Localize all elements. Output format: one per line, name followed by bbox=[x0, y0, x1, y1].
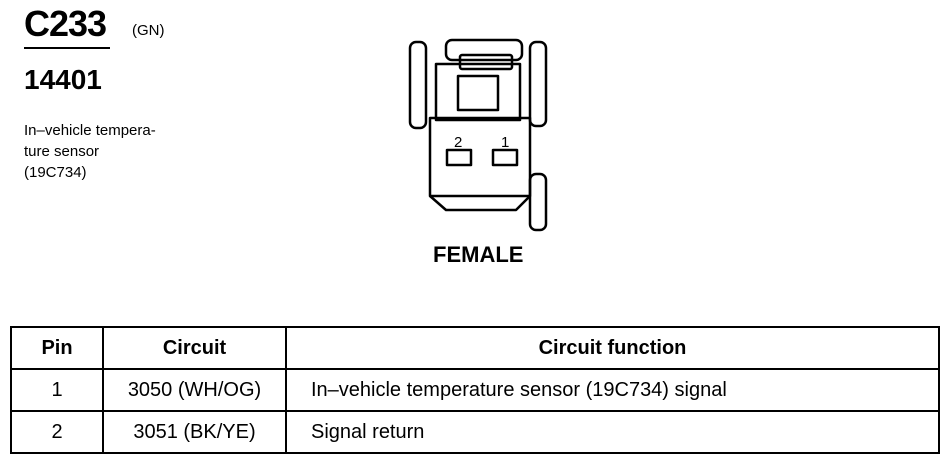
header-circuit: Circuit bbox=[102, 326, 287, 370]
housing-bevel bbox=[429, 195, 531, 212]
key-window bbox=[456, 74, 500, 112]
connector-color-code: (GN) bbox=[132, 22, 165, 39]
latch-inner bbox=[458, 53, 514, 71]
right-guide-lower bbox=[528, 172, 548, 232]
header-pin: Pin bbox=[10, 326, 104, 370]
connector-gender-label: FEMALE bbox=[433, 242, 524, 267]
circuit-cell: 3051 (BK/YE) bbox=[102, 410, 287, 454]
table-header-row: Pin Circuit Circuit function bbox=[10, 326, 940, 370]
pin-cell: 2 bbox=[10, 410, 104, 454]
component-description: In–vehicle tempera- ture sensor (19C734) bbox=[24, 120, 156, 183]
table-row: 2 3051 (BK/YE) Signal return bbox=[10, 410, 940, 454]
housing-body bbox=[428, 116, 532, 198]
title-underline bbox=[24, 47, 110, 49]
left-guide bbox=[408, 40, 428, 130]
latch-outer bbox=[444, 38, 524, 62]
right-guide-upper bbox=[528, 40, 548, 128]
part-number: 14401 bbox=[24, 64, 102, 95]
description-line: In–vehicle tempera- bbox=[24, 122, 156, 139]
pin-cavity-2 bbox=[445, 148, 473, 167]
description-line: (19C734) bbox=[24, 164, 87, 181]
function-cell: In–vehicle temperature sensor (19C734) s… bbox=[285, 368, 940, 412]
table-row: 1 3050 (WH/OG) In–vehicle temperature se… bbox=[10, 368, 940, 412]
pin-label-1: 1 bbox=[501, 134, 509, 151]
pin-cavity-1 bbox=[491, 148, 519, 167]
pin-label-2: 2 bbox=[454, 134, 462, 151]
circuit-cell: 3050 (WH/OG) bbox=[102, 368, 287, 412]
header-circuit-function: Circuit function bbox=[285, 326, 940, 370]
pin-cell: 1 bbox=[10, 368, 104, 412]
connector-face-drawing: 2 1 bbox=[408, 38, 548, 232]
upper-housing bbox=[434, 62, 522, 122]
pin-circuit-table: Pin Circuit Circuit function 1 3050 (WH/… bbox=[10, 326, 940, 454]
connector-id: C233 bbox=[24, 3, 107, 44]
function-cell: Signal return bbox=[285, 410, 940, 454]
description-line: ture sensor bbox=[24, 143, 100, 160]
